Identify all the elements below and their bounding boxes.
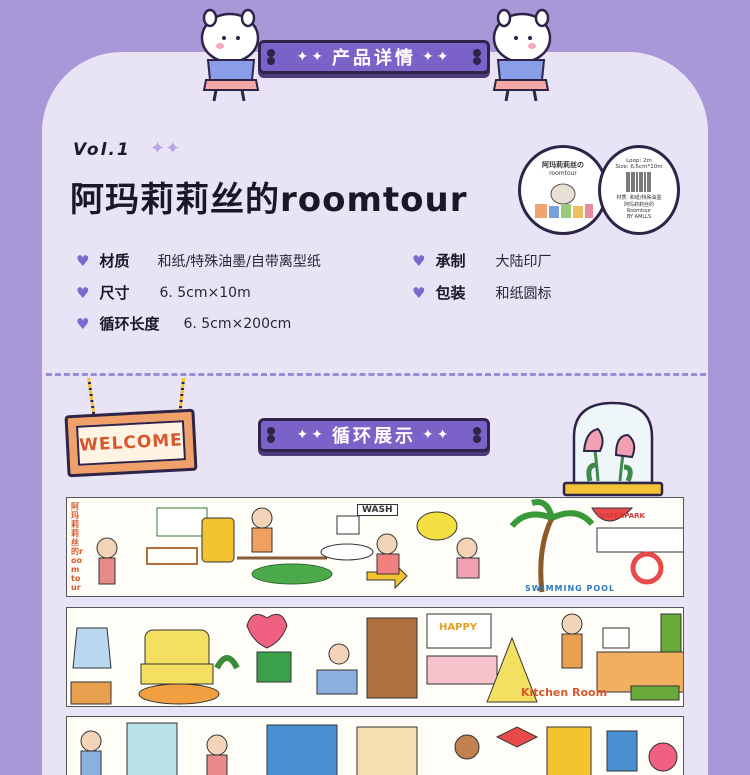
product-title: 阿玛莉莉丝的roomtour — [70, 180, 468, 220]
banner-title: 循环展示 — [332, 426, 416, 447]
spec-size: ♥ 尺寸 6. 5cm×10m — [76, 283, 251, 303]
sparkle-icon: ✦✦ — [296, 427, 326, 443]
tulip-dome-icon — [562, 401, 664, 497]
heart-icon: ♥ — [76, 251, 90, 270]
tape-roll-front: 阿玛莉莉丝の roomtour — [518, 145, 608, 235]
tape-roll-back: Loop: 2m Size: 6.5cm*10m 材质: 和纸/特殊油墨 阿玛莉… — [598, 145, 680, 235]
happy-sign: HAPPY — [439, 622, 478, 633]
product-details-banner: ✦✦ 产品详情 ✦✦ — [258, 40, 490, 74]
waterpark-sign: WATERPARK — [597, 512, 645, 520]
tape-illustration-icon — [535, 183, 593, 218]
loop-showcase-banner: ✦✦ 循环展示 ✦✦ — [258, 418, 490, 452]
mascot-left-icon — [200, 8, 260, 102]
strip-2-illustration — [70, 613, 683, 705]
mascot-right-icon — [492, 8, 552, 102]
banner-title: 产品详情 — [332, 48, 416, 69]
tape-loop-strip-3 — [66, 716, 684, 775]
sparkle-icon: ✦✦ — [150, 138, 181, 159]
heart-icon: ♥ — [412, 251, 426, 270]
heart-icon: ♥ — [76, 314, 90, 333]
spec-packaging: ♥ 包装 和纸圆标 — [412, 283, 552, 303]
strip-1-illustration — [96, 499, 683, 593]
section-divider — [46, 373, 706, 376]
spec-material: ♥ 材质 和纸/特殊油墨/自带离型纸 — [76, 251, 321, 271]
welcome-sign: WELCOME — [64, 408, 198, 478]
wash-sign: WASH — [357, 504, 398, 516]
barcode-icon — [626, 172, 651, 192]
welcome-text: WELCOME — [76, 420, 186, 466]
tape-loop-strip-1: 阿玛莉莉丝的roomtour WASH WATERPARK SWIMMING P… — [66, 497, 684, 597]
kitchen-room-sign: Kitchen Room — [521, 686, 608, 699]
volume-label: Vol.1 — [73, 140, 131, 160]
strip-3-illustration — [80, 722, 678, 775]
sparkle-icon: ✦✦ — [296, 49, 326, 65]
heart-icon: ♥ — [76, 283, 90, 302]
sparkle-icon: ✦✦ — [422, 427, 452, 443]
spec-manufacturer: ♥ 承制 大陆印厂 — [412, 251, 552, 271]
heart-icon: ♥ — [412, 283, 426, 302]
sparkle-icon: ✦✦ — [422, 49, 452, 65]
tape-loop-strip-2: HAPPY Kitchen Room — [66, 607, 684, 707]
spec-loop-length: ♥ 循环长度 6. 5cm×200cm — [76, 314, 292, 334]
swimming-pool-sign: SWIMMING POOL — [525, 584, 616, 593]
strip-vertical-title: 阿玛莉莉丝的roomtour — [71, 502, 83, 592]
